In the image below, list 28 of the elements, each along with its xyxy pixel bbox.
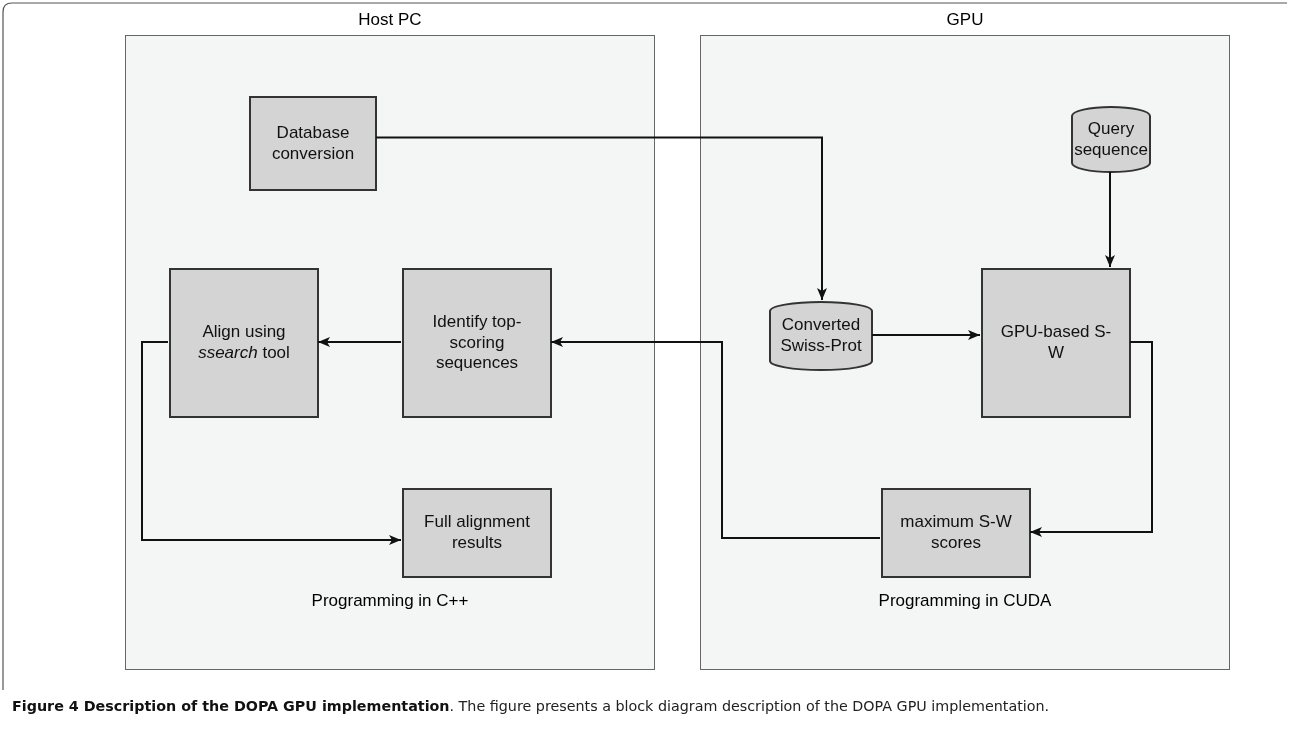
panel-note: Programming in C++ — [310, 591, 470, 611]
arrow — [141, 341, 402, 545]
figure-caption: Figure 4 Description of the DOPA GPU implementation. The figure presents a block diagram description of the DOPA GPU implementation. — [12, 698, 1050, 714]
arrow — [1029, 341, 1153, 537]
panel-heading: GPU — [945, 10, 985, 30]
panel-heading: Host PC — [357, 10, 423, 30]
node-label: Identify top-scoring sequences — [431, 311, 523, 375]
process-box — [402, 488, 552, 578]
arrow — [375, 136, 827, 301]
database-cylinder — [769, 301, 873, 371]
node-label: maximum S-W scores — [899, 512, 1013, 554]
process-box — [249, 96, 377, 191]
node-label: Database conversion — [270, 122, 356, 165]
arrow — [317, 337, 402, 347]
node-label: GPU-based S-W — [999, 322, 1113, 364]
node-label: Converted Swiss-Prot — [779, 315, 863, 357]
process-box — [402, 268, 552, 418]
node-label: Query sequence — [1073, 118, 1149, 161]
arrow — [550, 337, 881, 539]
process-box — [881, 488, 1031, 578]
process-box — [169, 268, 319, 418]
database-cylinder — [1071, 106, 1151, 173]
node-label: Full alignment results — [423, 512, 531, 554]
arrow — [871, 330, 981, 340]
node-label: Align using ssearch tool — [197, 322, 291, 364]
panel-note: Programming in CUDA — [877, 591, 1053, 611]
arrow — [1105, 171, 1115, 268]
process-box — [981, 268, 1131, 418]
